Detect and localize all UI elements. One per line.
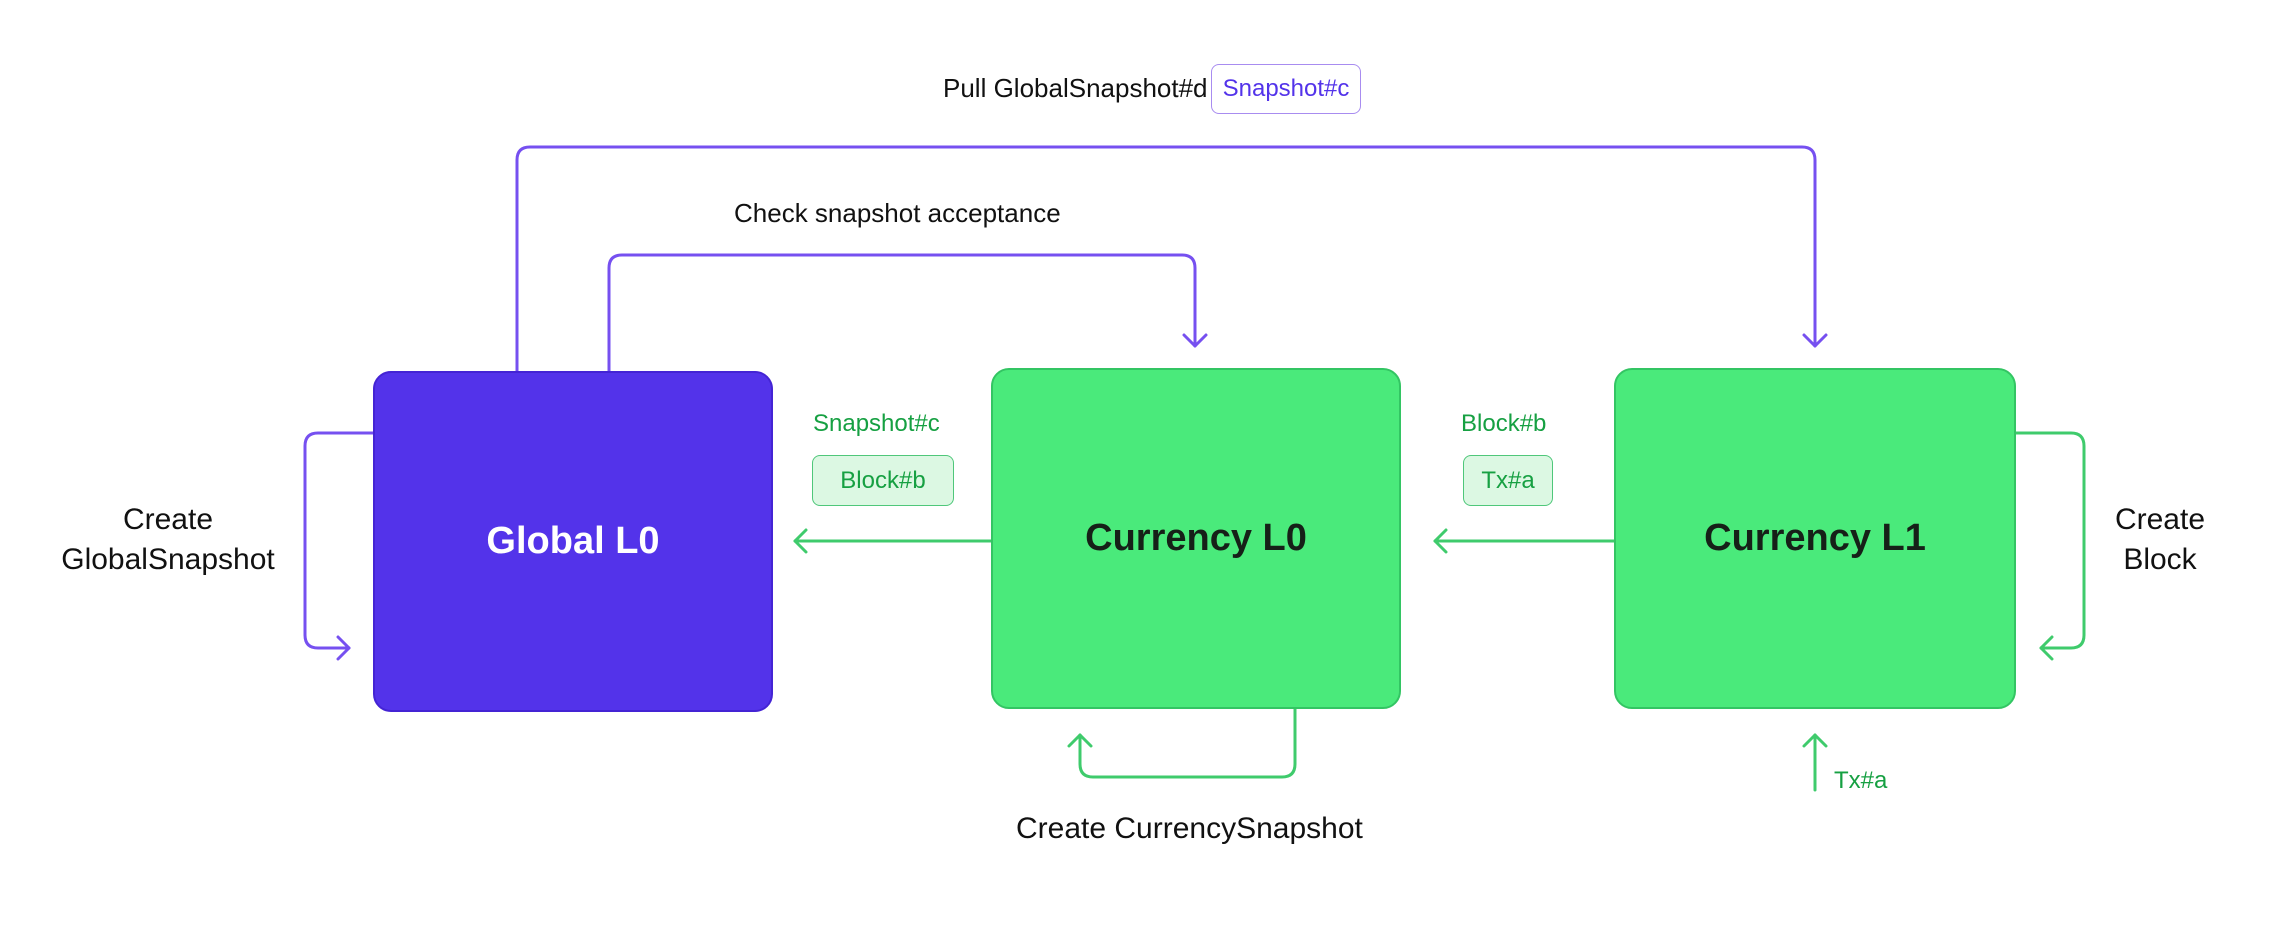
create-block-loop xyxy=(2012,431,2086,650)
block-b-green-label: Block#b xyxy=(1461,410,1547,437)
currency-l0-node: Currency L0 xyxy=(991,368,1401,709)
currency-l1-label: Currency L1 xyxy=(1704,517,1926,559)
create-block-line1: Create xyxy=(2114,503,2206,536)
currency-l1-to-currency-l0-arrowhead xyxy=(1433,528,1448,554)
currency-l0-label: Currency L0 xyxy=(1085,517,1307,559)
create-global-snapshot-arrowhead xyxy=(336,635,351,661)
create-global-snapshot-loop xyxy=(303,431,375,650)
currency-l1-node: Currency L1 xyxy=(1614,368,2016,709)
currency-l0-to-global-arrowhead xyxy=(793,528,808,554)
check-acceptance-arrowhead xyxy=(1182,333,1208,348)
pull-snapshot-label: Pull GlobalSnapshot#d xyxy=(943,73,1208,103)
create-global-snapshot-line1: Create xyxy=(122,503,214,536)
check-acceptance-label: Check snapshot acceptance xyxy=(734,198,1061,228)
block-b-chip: Block#b xyxy=(812,455,954,506)
check-acceptance-connector xyxy=(607,253,1197,375)
create-global-snapshot-line2: GlobalSnapshot xyxy=(61,543,275,576)
create-block-line2: Block xyxy=(2123,543,2197,576)
global-l0-label: Global L0 xyxy=(486,520,660,562)
create-global-snapshot-label: Create GlobalSnapshot xyxy=(40,500,296,580)
create-currency-snapshot-loop xyxy=(1078,706,1297,779)
create-currency-snapshot-label: Create CurrencySnapshot xyxy=(1016,812,1363,845)
global-l0-node: Global L0 xyxy=(373,371,773,712)
snapshot-c-green-label: Snapshot#c xyxy=(813,410,940,437)
create-block-arrowhead xyxy=(2039,635,2054,661)
create-currency-snapshot-arrowhead xyxy=(1067,733,1093,748)
tx-inbound-arrowhead xyxy=(1802,733,1828,748)
create-block-label: Create Block xyxy=(2100,500,2220,580)
pull-snapshot-connector xyxy=(515,145,1817,375)
tx-a-chip: Tx#a xyxy=(1463,455,1553,506)
tx-a-inbound-label: Tx#a xyxy=(1834,767,1888,794)
snapshot-c-purple-chip: Snapshot#c xyxy=(1211,64,1361,114)
pull-snapshot-arrowhead xyxy=(1802,333,1828,348)
